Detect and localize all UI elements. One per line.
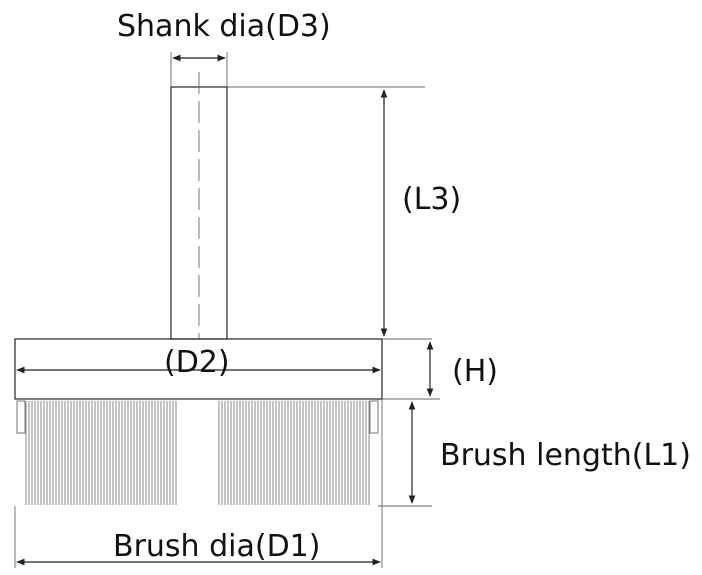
brush-dia-label: Brush dia(D1): [113, 529, 320, 564]
shank-length-dimension: [227, 86, 425, 337]
shank-dia-label: Shank dia(D3): [117, 9, 331, 44]
brush-length-label: Brush length(L1): [440, 438, 691, 473]
shank-dia-dimension: [170, 52, 228, 87]
brush-dia-dimension: [14, 399, 383, 568]
head-dia-label: (D2): [164, 345, 230, 380]
head-body: [14, 338, 383, 400]
bristles: [16, 400, 379, 505]
shank-body: [170, 86, 228, 340]
brush-length-dimension: [378, 401, 432, 507]
head: [14, 338, 383, 400]
shank-length-label: (L3): [402, 182, 461, 217]
head-height-label: (H): [452, 354, 498, 389]
shank: [170, 72, 228, 340]
head-height-dimension: [382, 338, 440, 400]
